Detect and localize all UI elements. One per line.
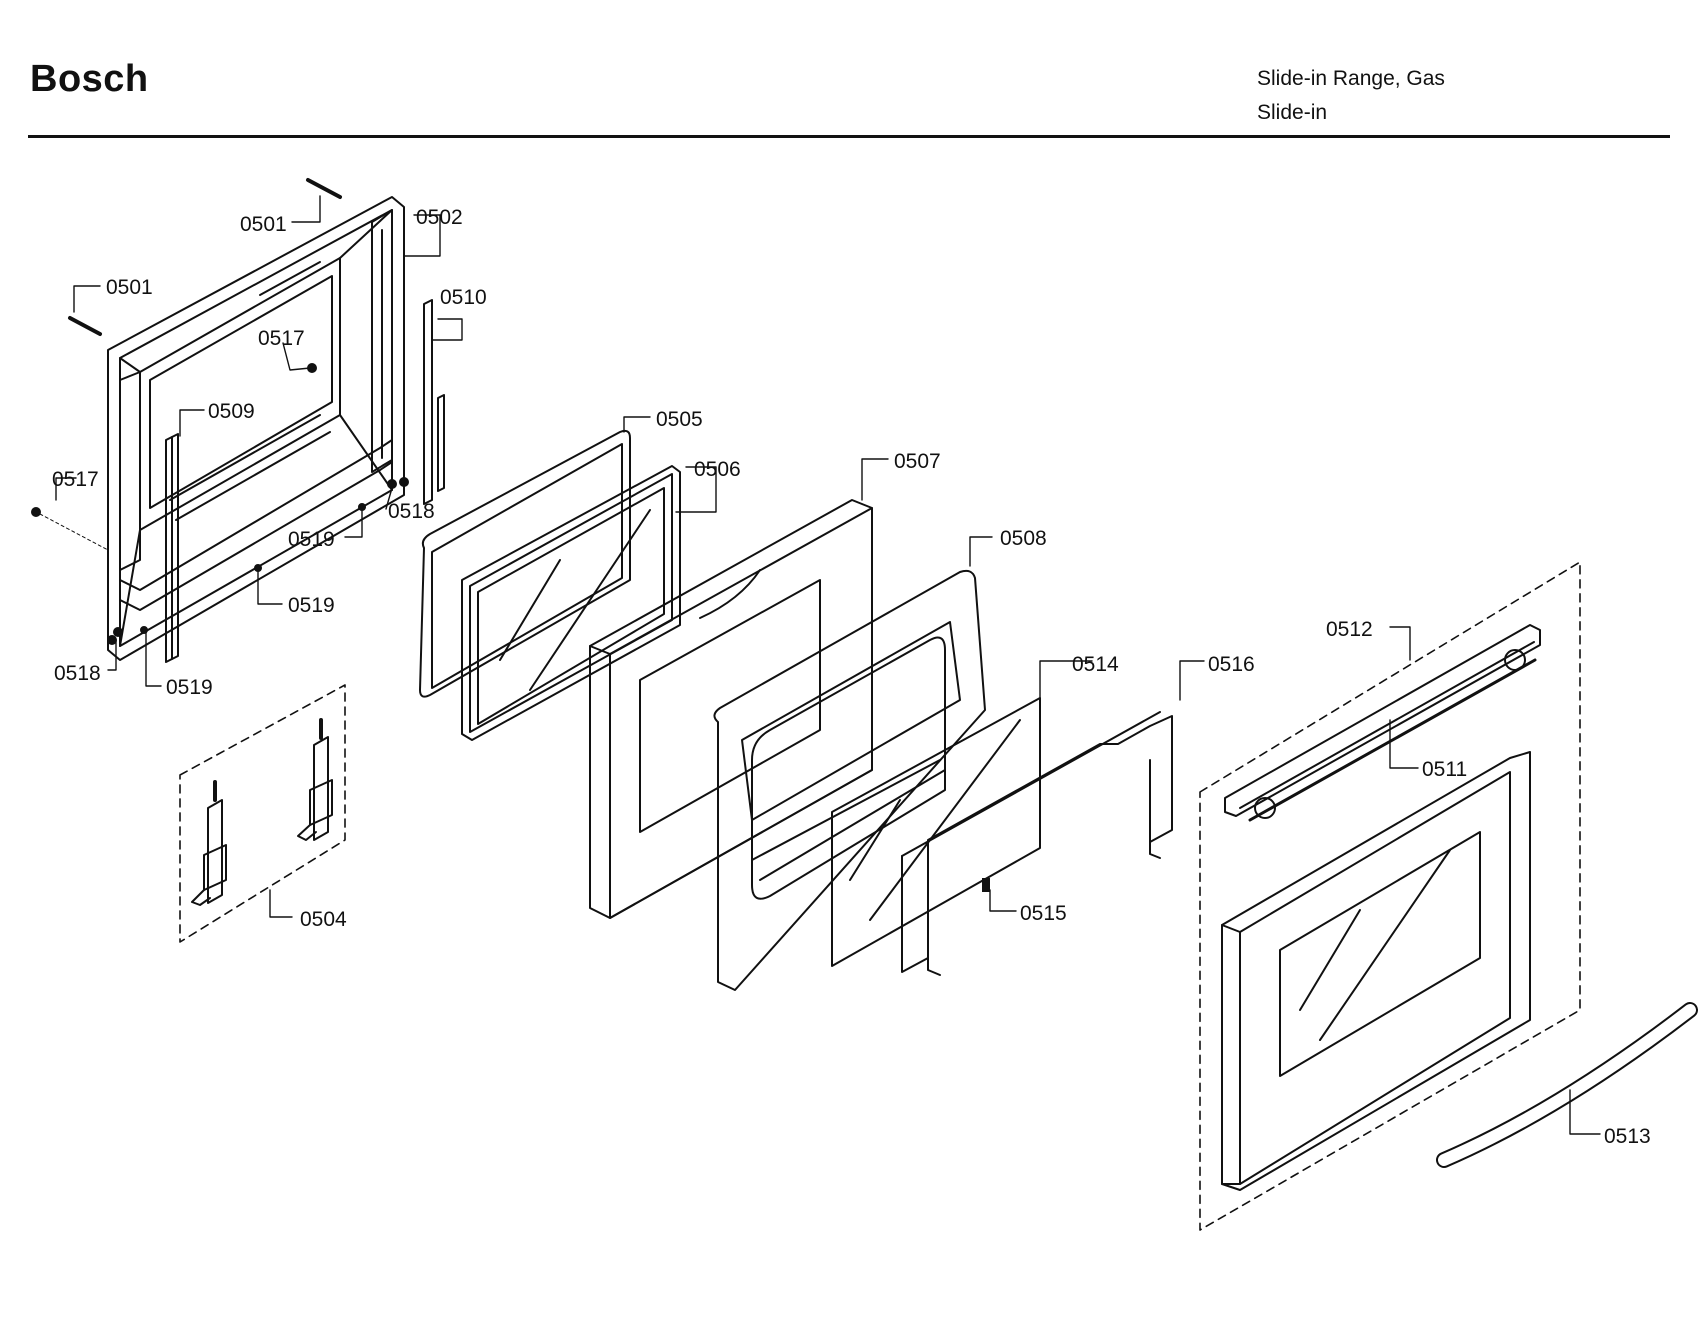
product-line-1: Slide-in Range, Gas bbox=[1257, 67, 1445, 90]
callout-0516: 0516 bbox=[1208, 653, 1255, 676]
callout-0509: 0509 bbox=[208, 400, 255, 423]
callout-0513: 0513 bbox=[1604, 1125, 1651, 1148]
part-handle-0513 bbox=[1436, 1002, 1698, 1168]
callout-0507: 0507 bbox=[894, 450, 941, 473]
callout-0517-inner: 0517 bbox=[258, 327, 305, 350]
callout-0518-left: 0518 bbox=[54, 662, 101, 685]
part-rod-0501 bbox=[68, 178, 342, 336]
part-glass-0514 bbox=[831, 697, 1041, 967]
part-strip-0510 bbox=[423, 299, 445, 505]
callout-0518-right: 0518 bbox=[388, 500, 435, 523]
callout-0512: 0512 bbox=[1326, 618, 1373, 641]
callout-0501-upper: 0501 bbox=[240, 213, 287, 236]
callout-0515: 0515 bbox=[1020, 902, 1067, 925]
part-glass-pack-0506 bbox=[461, 465, 681, 741]
part-hinges-0504 bbox=[179, 684, 346, 943]
part-strip-0509 bbox=[165, 433, 179, 663]
leader-lines bbox=[55, 195, 1601, 1135]
callout-0511: 0511 bbox=[1422, 758, 1467, 781]
page-header: Bosch Slide-in Range, Gas Slide-in bbox=[0, 0, 1698, 150]
callout-0502: 0502 bbox=[416, 206, 463, 229]
part-outer-door-assembly bbox=[1199, 561, 1581, 1231]
product-line-2: Slide-in bbox=[1257, 101, 1328, 124]
part-screws bbox=[31, 363, 409, 645]
part-bracket-0516 bbox=[901, 711, 1173, 976]
part-clip-0515 bbox=[982, 878, 990, 892]
callout-0504: 0504 bbox=[300, 908, 347, 931]
part-gasket-0505 bbox=[419, 429, 631, 698]
header-rule bbox=[28, 135, 1670, 138]
part-insulation-0507 bbox=[589, 499, 873, 919]
callout-0517-left: 0517 bbox=[52, 468, 99, 491]
callout-0519-upper: 0519 bbox=[288, 528, 335, 551]
callout-0505: 0505 bbox=[656, 408, 703, 431]
part-inner-panel-0508 bbox=[713, 569, 986, 991]
part-door-frame-0502 bbox=[107, 196, 405, 661]
callout-0514: 0514 bbox=[1072, 653, 1119, 676]
callout-0506: 0506 bbox=[694, 458, 741, 481]
product-description: Slide-in Range, Gas Slide-in bbox=[1257, 62, 1445, 130]
callout-0508: 0508 bbox=[1000, 527, 1047, 550]
callout-0519-lower: 0519 bbox=[166, 676, 213, 699]
callout-0510: 0510 bbox=[440, 286, 487, 309]
callout-0519-middle: 0519 bbox=[288, 594, 335, 617]
callout-labels: 0501 0501 0502 0510 0517 0509 0517 0518 … bbox=[52, 206, 1651, 1148]
brand-name: Bosch bbox=[30, 58, 149, 100]
callout-0501-lower: 0501 bbox=[106, 276, 153, 299]
